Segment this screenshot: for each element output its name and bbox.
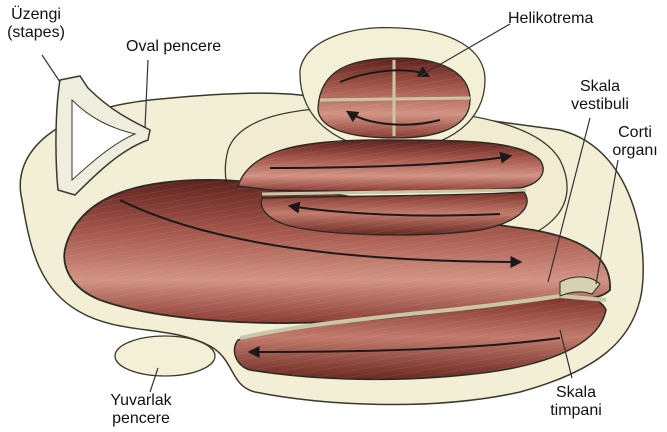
label-scala-tympani: Skala timpani <box>540 384 612 420</box>
label-helicotrema: Helikotrema <box>508 10 593 28</box>
round-window-membrane <box>115 336 215 376</box>
label-round-window: Yuvarlak pencere <box>96 392 186 428</box>
leader-stapes <box>42 55 60 82</box>
label-oval-window: Oval pencere <box>126 38 221 56</box>
label-organ-of-corti: Corti organı <box>606 124 664 160</box>
label-scala-vestibuli: Skala vestibuli <box>560 78 640 114</box>
label-stapes: Üzengi (stapes) <box>2 6 70 42</box>
